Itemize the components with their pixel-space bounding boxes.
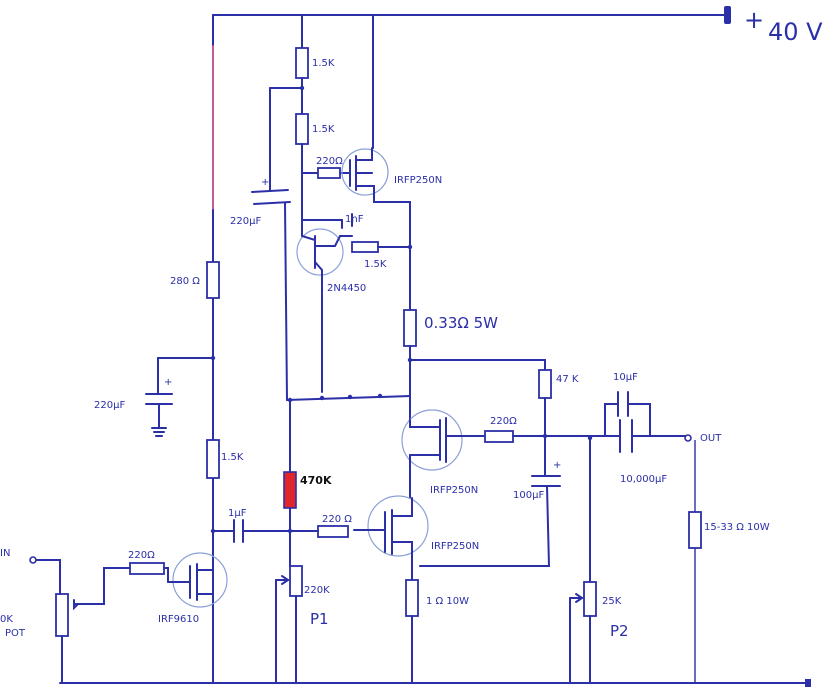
q-vbe-transistor — [296, 219, 353, 393]
pot-p1[interactable] — [275, 565, 303, 597]
ground-rail — [59, 679, 811, 687]
r-bias-1k5-label: 1.5K — [221, 452, 244, 463]
supply-rail — [212, 6, 731, 684]
c-out-top — [604, 391, 651, 437]
r-top-1 — [295, 47, 309, 79]
pot-p1-value: 220K — [304, 585, 330, 596]
c-supply-filter — [145, 393, 173, 405]
q-upper-mosfet — [341, 147, 411, 311]
r-top-2 — [295, 113, 309, 145]
r-47k — [538, 369, 552, 399]
c-supply-filter-label: 220μF — [94, 400, 125, 411]
pot-input-value: 0K — [0, 614, 13, 625]
r-top-2-label: 1.5K — [312, 124, 335, 135]
c-out-bottom — [619, 419, 687, 453]
r-gate-hi — [317, 167, 341, 179]
c-coupling — [233, 519, 244, 543]
pot-p2-value: 25K — [602, 596, 622, 607]
output-label: OUT — [700, 433, 722, 444]
q-mid-mosfet — [401, 409, 486, 499]
r-load-label: 15-33 Ω 10W — [704, 522, 770, 533]
r-emitter-label: 0.33Ω 5W — [424, 314, 498, 332]
q-low-mosfet — [353, 495, 429, 581]
c-coupling-label: 1μF — [228, 508, 247, 519]
r-gate-in-label: 220Ω — [128, 550, 155, 561]
c-100uf-label: 100μF — [513, 490, 544, 501]
pot-input[interactable] — [55, 593, 69, 637]
ground-symbol — [151, 427, 167, 437]
r-470k — [283, 471, 297, 509]
r-load — [688, 511, 702, 549]
r-gate-low-label: 220 Ω — [322, 514, 352, 525]
pot-p1-name: P1 — [310, 610, 329, 628]
c-out-bottom-label: 10,000μF — [620, 474, 667, 485]
supply-voltage-label: 40 V — [768, 18, 823, 46]
r-gate-in — [129, 562, 165, 575]
pot-p2-name: P2 — [610, 622, 629, 640]
r-gate-low — [317, 525, 349, 538]
r-emitter — [403, 309, 417, 347]
q-input-label: IRF9610 — [158, 614, 199, 625]
c-bootstrap-label: 220μF — [230, 216, 261, 227]
r-gate-mid — [484, 430, 514, 443]
r-vbe-label: 1.5K — [364, 259, 387, 270]
c-supply-filter-plus: + — [164, 377, 172, 388]
c-out-top-label: 10μF — [613, 372, 638, 383]
r-280 — [206, 261, 220, 299]
r-470k-label: 470K — [300, 474, 332, 487]
supply-plus-sign: + — [744, 6, 764, 34]
c-bootstrap-plus: + — [261, 177, 269, 188]
input-terminal[interactable] — [29, 556, 37, 564]
r-bias-1k5 — [206, 439, 220, 479]
q-mid-label: IRFP250N — [430, 485, 478, 496]
input-label: IN — [0, 548, 10, 559]
r-280-label: 280 Ω — [170, 276, 200, 287]
q-input-mosfet — [167, 552, 228, 608]
c-1nf-label: 1nF — [345, 214, 364, 225]
r-1ohm — [405, 579, 419, 617]
r-47k-label: 47 K — [556, 374, 579, 385]
q-upper-label: IRFP250N — [394, 175, 442, 186]
supply-terminal — [724, 6, 731, 24]
r-vbe — [351, 241, 379, 253]
output-terminal[interactable] — [684, 434, 692, 442]
q-vbe-label: 2N4450 — [327, 283, 366, 294]
c-100uf-plus: + — [553, 460, 561, 471]
r-gate-hi-label: 220Ω — [316, 156, 343, 167]
pot-input-label: POT — [5, 628, 26, 639]
c-100uf — [531, 475, 561, 487]
c-bootstrap — [251, 189, 291, 205]
q-low-label: IRFP250N — [431, 541, 479, 552]
pot-p2[interactable] — [569, 581, 597, 617]
r-gate-mid-label: 220Ω — [490, 416, 517, 427]
r-top-1-label: 1.5K — [312, 58, 335, 69]
r-1ohm-label: 1 Ω 10W — [426, 596, 469, 607]
